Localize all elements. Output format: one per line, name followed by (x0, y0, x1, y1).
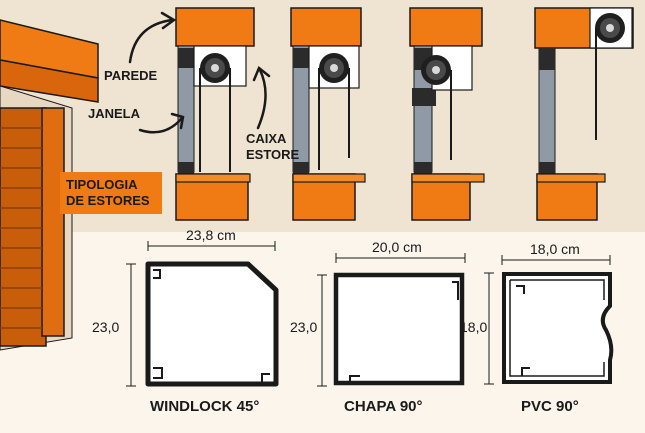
profile-chapa: 20,0 cm 23,0 CHAPA 90° (290, 239, 466, 415)
profile-pvc: 18,0 cm 18,0 PVC 90° (460, 241, 614, 415)
windlock-height-label: 23,0 (92, 319, 119, 335)
label-caixa-line2: ESTORE (246, 147, 300, 162)
label-janela: JANELA (88, 106, 141, 121)
chapa-height-label: 23,0 (290, 319, 317, 335)
tipologia-line1: TIPOLOGIA (66, 177, 138, 192)
tipologia-badge (60, 172, 162, 214)
blind-unit-2 (290, 7, 366, 221)
blind-unit-3 (409, 7, 485, 221)
arrow-caixa-icon (256, 68, 267, 130)
garage-illustration (0, 19, 99, 351)
chapa-name: CHAPA 90° (344, 398, 423, 415)
windlock-width-label: 23,8 cm (186, 227, 236, 243)
profile-windlock: 23,8 cm 23,0 WINDLOCK 45° (92, 227, 279, 415)
arrow-parede-icon (128, 18, 174, 64)
blind-unit-1 (175, 7, 255, 221)
callout-arrows (128, 11, 271, 134)
arrow-janela-icon (138, 116, 184, 134)
tipologia-line2: DE ESTORES (66, 193, 150, 208)
pvc-height-label: 18,0 (460, 319, 487, 335)
label-caixa-line1: CAIXA (246, 131, 287, 146)
pvc-width-label: 18,0 cm (530, 241, 580, 257)
label-parede: PAREDE (104, 68, 158, 83)
pvc-name: PVC 90° (521, 398, 579, 415)
blind-unit-4 (534, 7, 634, 221)
windlock-name: WINDLOCK 45° (150, 398, 259, 415)
chapa-width-label: 20,0 cm (372, 239, 422, 255)
